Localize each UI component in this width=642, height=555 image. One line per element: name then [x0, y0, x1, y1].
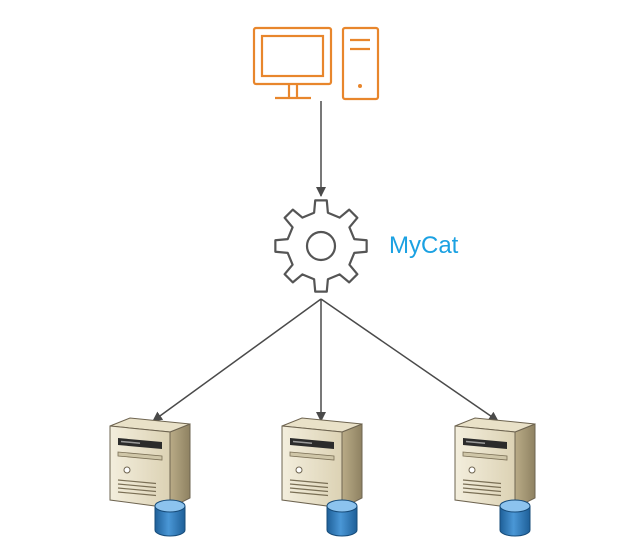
- database-icon: [154, 499, 186, 537]
- database-server-1: [109, 417, 191, 537]
- gear-icon: [274, 199, 368, 293]
- database-icon: [499, 499, 531, 537]
- connector-mycat-to-server-3: [320, 298, 499, 422]
- database-server-3: [454, 417, 536, 537]
- server-icon: [281, 417, 363, 509]
- database-icon: [326, 499, 358, 537]
- connector-mycat-to-server-1: [152, 298, 322, 422]
- desktop-computer-icon: [252, 26, 380, 101]
- server-icon: [109, 417, 191, 509]
- server-icon: [454, 417, 536, 509]
- mycat-label: MyCat: [389, 232, 459, 259]
- database-server-2: [281, 417, 363, 537]
